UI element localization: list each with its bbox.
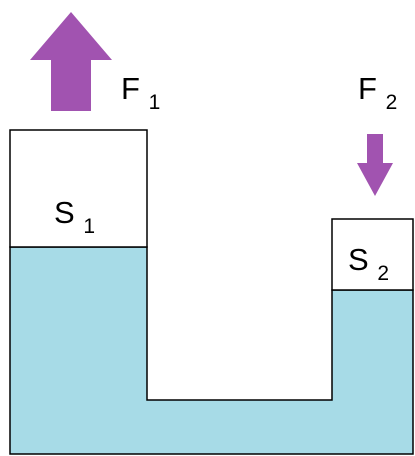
force-2-subscript: 2 xyxy=(386,91,398,114)
area-1-label: S 1 xyxy=(54,195,95,238)
area-2-subscript: 2 xyxy=(377,262,389,285)
force-1-subscript: 1 xyxy=(149,91,161,114)
force-1-letter: F xyxy=(121,71,140,106)
area-2-label: S 2 xyxy=(348,242,389,285)
large-piston xyxy=(9,129,148,248)
arrow-down-icon xyxy=(357,134,393,196)
area-1-letter: S xyxy=(54,195,75,230)
force-1-label: F 1 xyxy=(121,71,160,114)
small-piston xyxy=(331,218,414,291)
area-1-subscript: 1 xyxy=(83,215,95,238)
area-2-letter: S xyxy=(348,242,369,277)
force-2-label: F 2 xyxy=(358,71,397,114)
force-2-letter: F xyxy=(358,71,377,106)
arrow-up-icon xyxy=(30,12,112,111)
